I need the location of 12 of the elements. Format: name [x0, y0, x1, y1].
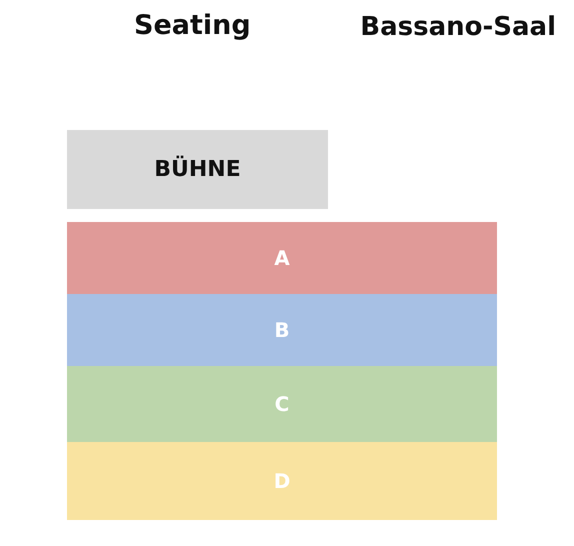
seating-section	[67, 442, 497, 520]
seating-section	[67, 294, 497, 366]
seating-section	[67, 222, 497, 294]
section-label: B	[274, 318, 290, 342]
section-label: A	[274, 246, 290, 270]
seating-section	[67, 366, 497, 442]
stage-area	[67, 130, 328, 209]
section-label: C	[274, 392, 290, 416]
venue-name: Bassano-Saal	[360, 12, 556, 42]
section-label: D	[274, 469, 290, 493]
stage-label: BÜHNE	[154, 157, 241, 182]
title: Seating	[134, 10, 251, 41]
